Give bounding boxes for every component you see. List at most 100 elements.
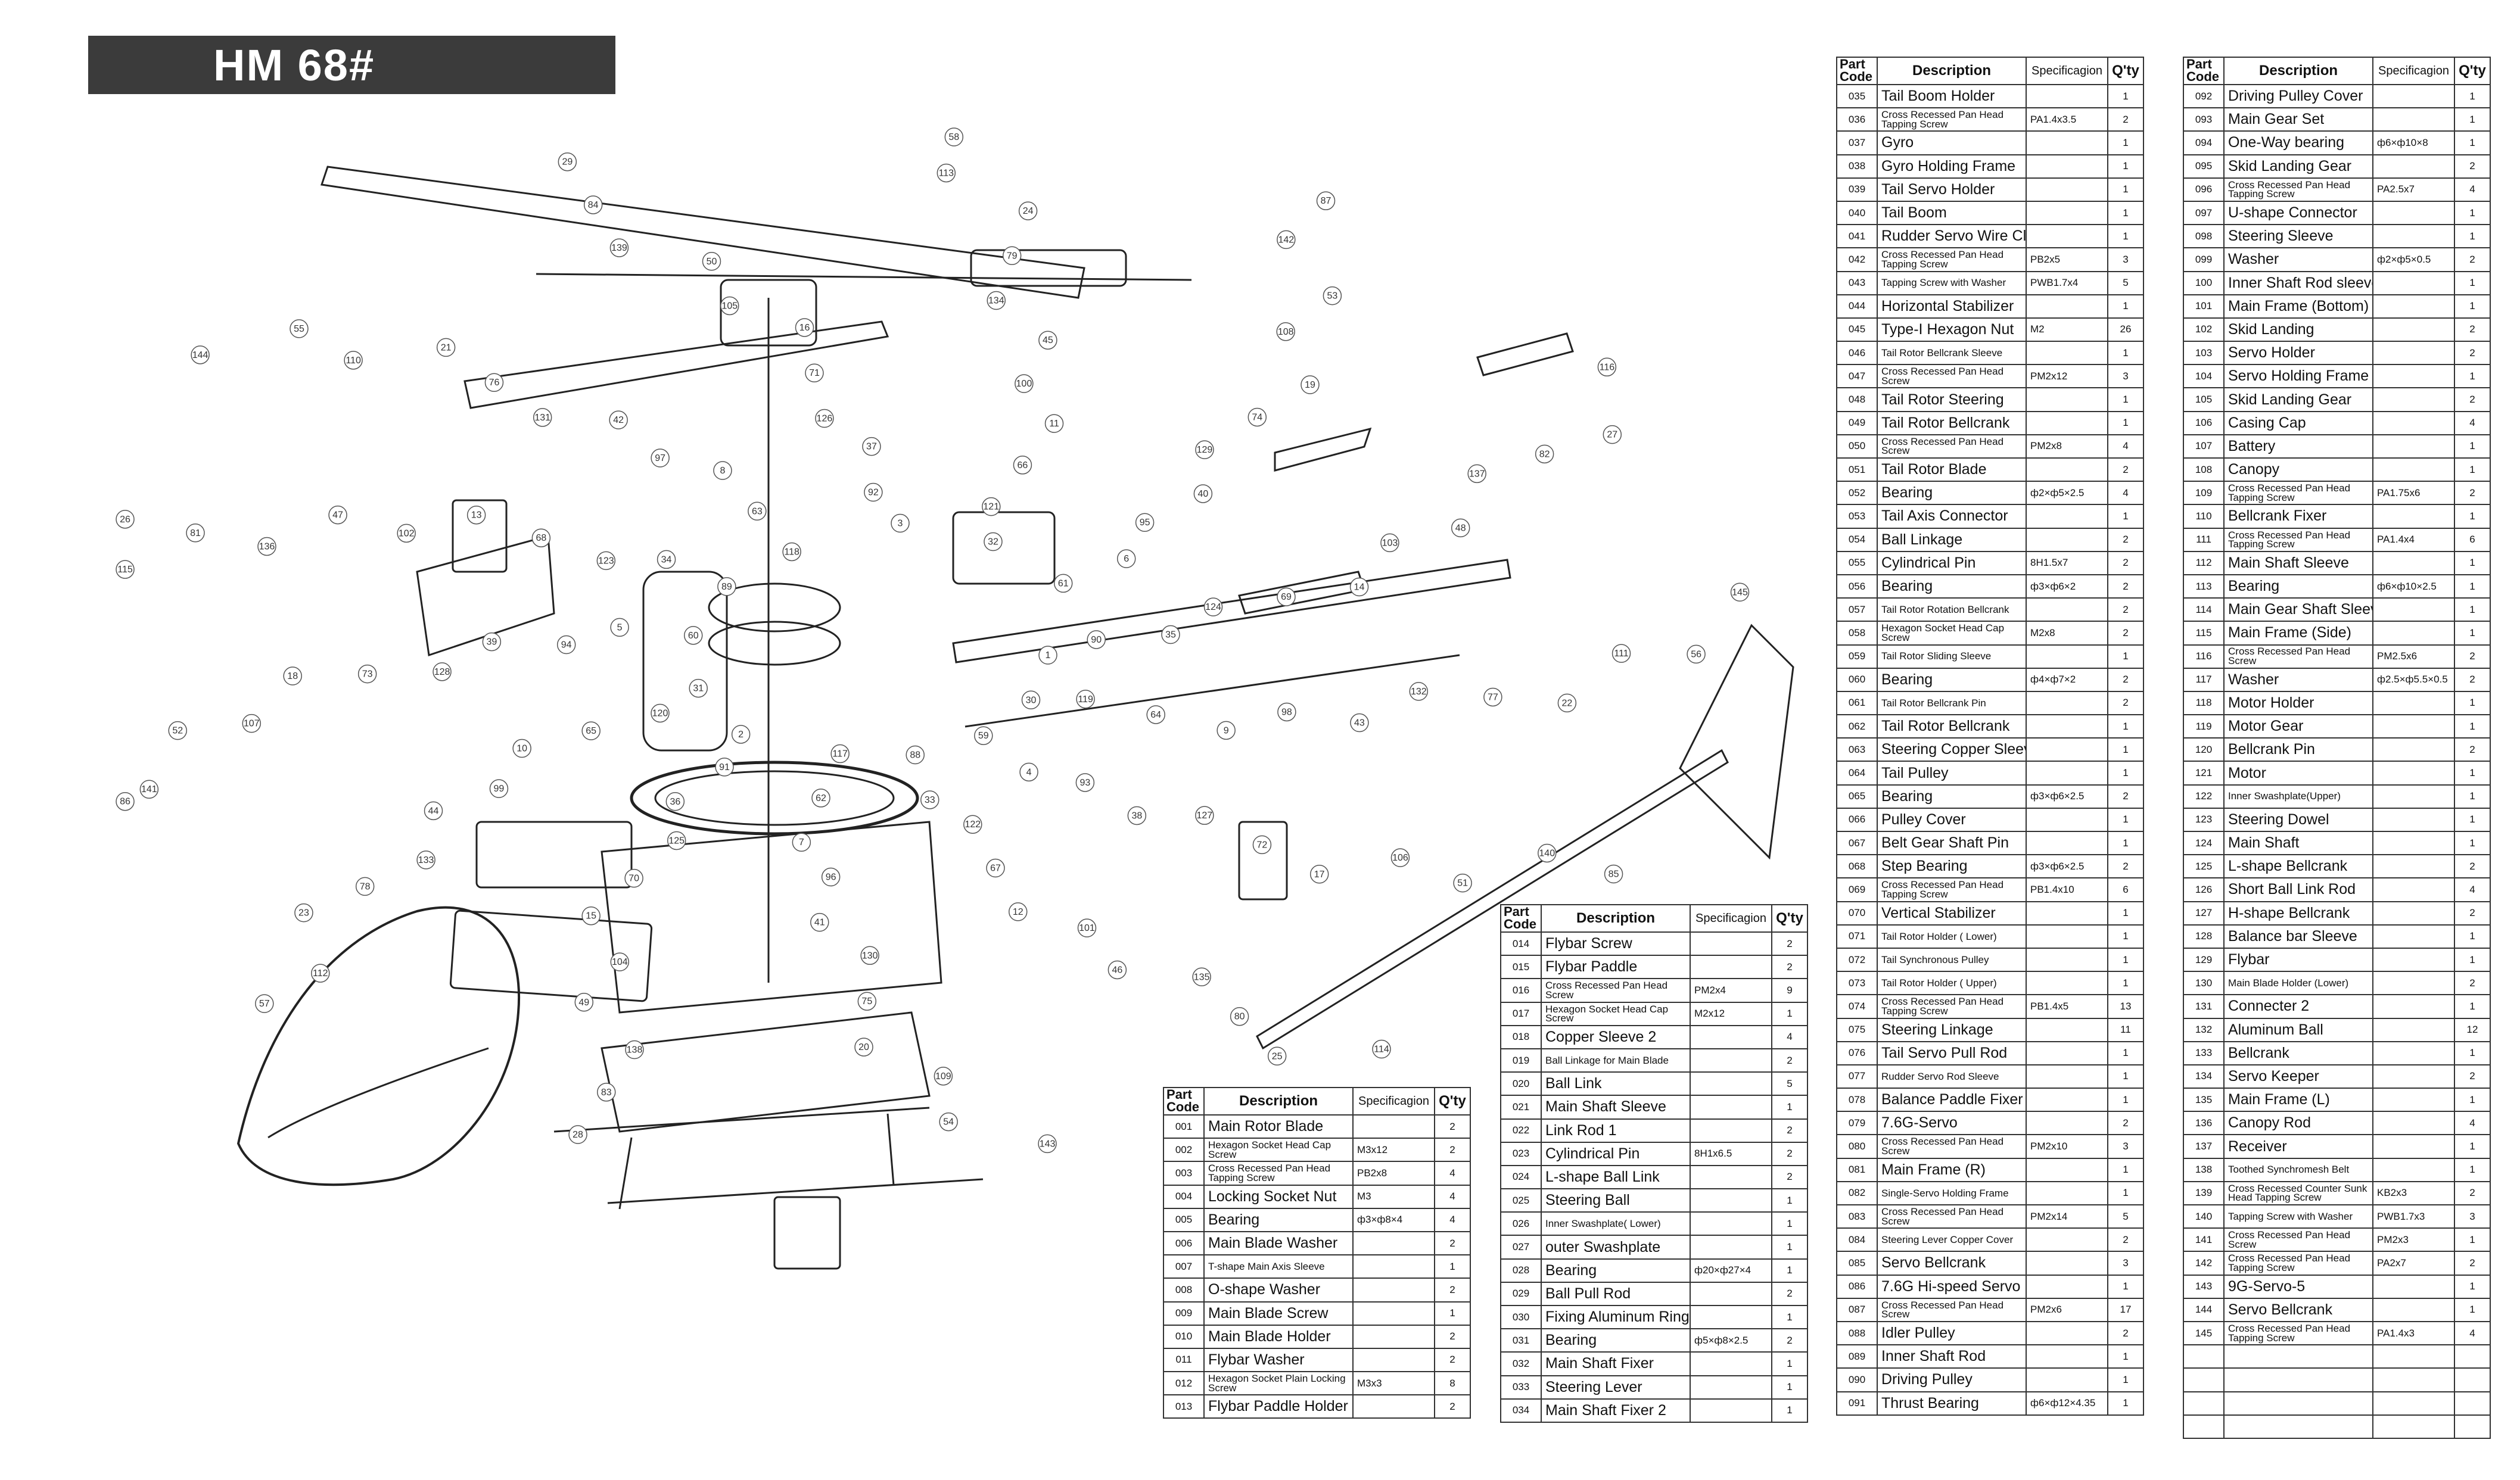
description-cell: Inner Swashplate(Upper): [2223, 784, 2373, 809]
callout-96: 96: [821, 867, 841, 887]
part-code-cell: 007: [1163, 1254, 1205, 1279]
svg-text:55: 55: [294, 324, 304, 334]
svg-text:28: 28: [573, 1130, 583, 1140]
svg-text:135: 135: [1194, 972, 1210, 982]
description-cell: Main Blade Screw: [1203, 1301, 1354, 1326]
description-cell: Thrust Bearing: [1877, 1391, 2027, 1416]
callout-81: 81: [186, 524, 205, 543]
spec-cell: [2372, 807, 2455, 833]
part-code-cell: 034: [1500, 1398, 1542, 1423]
qty-cell: 2: [2107, 550, 2144, 575]
spec-cell: [1690, 1304, 1772, 1330]
qty-cell: 1: [2107, 1367, 2144, 1392]
part-code-cell: 134: [2183, 1064, 2225, 1089]
svg-text:101: 101: [1079, 923, 1095, 933]
svg-text:13: 13: [471, 510, 482, 521]
svg-text:59: 59: [978, 731, 989, 741]
description-cell: Steering Lever Copper Cover: [1877, 1227, 2027, 1252]
spec-cell: ф2×ф5×0.5: [2372, 247, 2455, 272]
spec-cell: [2026, 1367, 2108, 1392]
svg-text:107: 107: [244, 719, 260, 729]
receiver: [475, 821, 633, 889]
description-cell: Tail Rotor Blade: [1877, 457, 2027, 482]
part-code-cell: 061: [1836, 690, 1878, 716]
svg-text:14: 14: [1354, 582, 1365, 593]
spec-cell: [2026, 387, 2108, 412]
spec-cell: [2026, 830, 2108, 856]
description-cell: Hexagon Socket Head Cap Screw: [1541, 1001, 1691, 1026]
svg-text:136: 136: [259, 541, 275, 552]
callout-16: 16: [795, 318, 814, 337]
qty-cell: 2: [2454, 854, 2491, 879]
part-code-cell: 020: [1500, 1071, 1542, 1096]
qty-cell: 2: [2107, 574, 2144, 599]
qty-cell: 26: [2107, 317, 2144, 342]
callout-34: 34: [657, 550, 676, 569]
callout-14: 14: [1349, 577, 1369, 597]
qty-cell: 4: [2454, 1320, 2491, 1346]
motor-body: [642, 571, 728, 752]
svg-text:21: 21: [441, 342, 452, 353]
description-cell: 7.6G Hi-speed Servo: [1877, 1274, 2027, 1299]
qty-cell: 2: [1434, 1278, 1471, 1303]
description-cell: Servo Keeper: [2223, 1064, 2373, 1089]
callout-55: 55: [290, 319, 309, 338]
qty-cell: 1: [2107, 737, 2144, 762]
qty-cell: 1: [2107, 83, 2144, 109]
spec-cell: [2026, 1251, 2108, 1276]
description-cell: Bellcrank Fixer: [2223, 504, 2373, 529]
qty-cell: 1: [2107, 807, 2144, 833]
part-code-cell: 087: [1836, 1297, 1878, 1322]
svg-text:110: 110: [346, 356, 361, 366]
qty-cell: 1: [2454, 690, 2491, 716]
spec-cell: PM2x14: [2026, 1204, 2108, 1229]
svg-text:100: 100: [1016, 379, 1032, 389]
qty-cell: 17: [2107, 1297, 2144, 1322]
part-code-cell: 110: [2183, 504, 2225, 529]
spec-cell: [2026, 504, 2108, 529]
spec-cell: [2026, 714, 2108, 739]
part-code-cell: 096: [2183, 177, 2225, 202]
svg-text:87: 87: [1321, 196, 1331, 206]
spec-cell: [2026, 1017, 2108, 1042]
qty-cell: 2: [2454, 387, 2491, 412]
callout-37: 37: [862, 437, 881, 456]
svg-text:133: 133: [418, 855, 434, 865]
servo-tail: [1238, 821, 1288, 901]
part-code-cell: 051: [1836, 457, 1878, 482]
qty-cell: 1: [1771, 1095, 1808, 1120]
svg-text:141: 141: [141, 784, 157, 794]
spec-cell: [1690, 1048, 1772, 1073]
description-cell: Cross Recessed Pan Head Tapping Screw: [1203, 1161, 1354, 1186]
qty-cell: 1: [2454, 224, 2491, 249]
description-cell: Receiver: [2223, 1134, 2373, 1159]
part-code-cell: 080: [1836, 1134, 1878, 1159]
spec-cell: [2372, 294, 2455, 319]
callout-33: 33: [920, 790, 939, 809]
svg-text:34: 34: [661, 554, 672, 565]
svg-text:79: 79: [1007, 251, 1018, 261]
part-code-cell: 066: [1836, 807, 1878, 833]
part-code-cell: 033: [1500, 1375, 1542, 1400]
svg-text:41: 41: [814, 918, 825, 928]
svg-text:125: 125: [668, 836, 685, 846]
spec-cell: [2026, 924, 2108, 949]
part-code-cell: 065: [1836, 784, 1878, 809]
part-code-cell: 030: [1500, 1304, 1542, 1330]
